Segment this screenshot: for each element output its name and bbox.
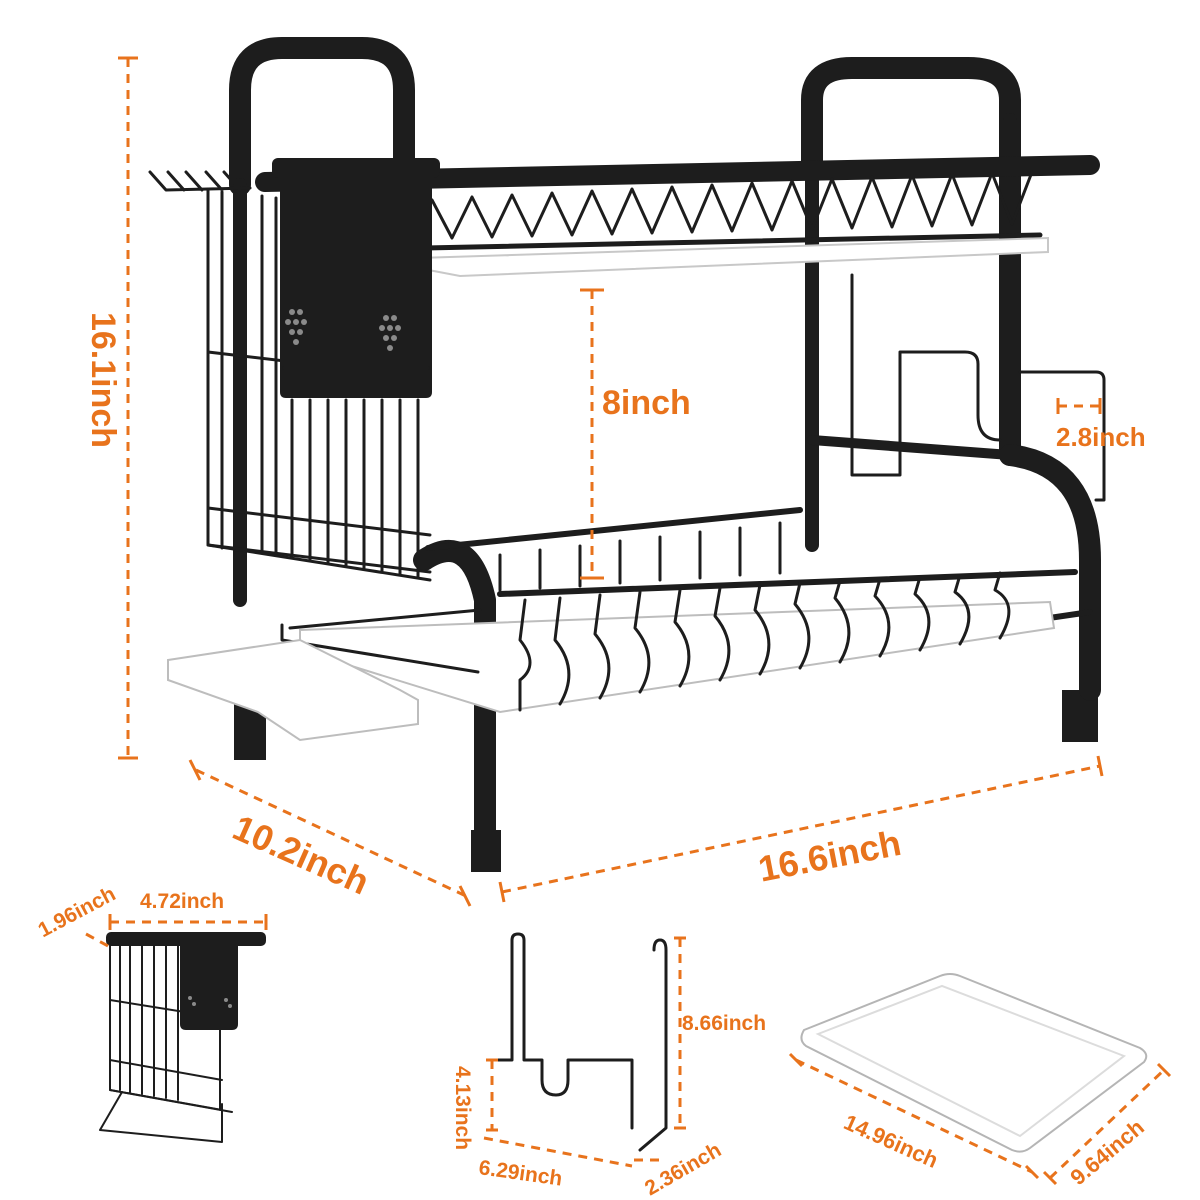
cup-drain-holes xyxy=(285,309,401,351)
hanger-inner-height-label: 4.13inch xyxy=(451,1066,474,1150)
hanger-height-dimension: 8.66inch xyxy=(674,936,766,1130)
tier-gap-dimension: 8inch xyxy=(580,288,691,580)
tier-gap-label: 8inch xyxy=(602,384,691,422)
depth-label: 10.2inch xyxy=(227,807,375,903)
depth-dimension: 10.2inch xyxy=(188,759,472,907)
board-slot-dimension: 2.8inch xyxy=(1056,398,1146,452)
holder-width-label: 4.72inch xyxy=(140,890,224,913)
height-label: 16.1inch xyxy=(84,312,122,448)
width-label: 16.6inch xyxy=(755,822,904,890)
holder-width-dimension: 4.72inch xyxy=(108,890,268,930)
width-dimension: 16.6inch xyxy=(498,755,1104,903)
hanger-hook-label: 2.36inch xyxy=(641,1138,725,1200)
hanger-width-label: 6.29inch xyxy=(477,1156,563,1190)
board-hanger-illustration xyxy=(490,932,668,1152)
utensil-holder-illustration xyxy=(99,932,266,1143)
drip-tray-illustration xyxy=(800,973,1148,1153)
hanger-height-label: 8.66inch xyxy=(682,1012,766,1035)
hanger-width-dimension: 6.29inch xyxy=(477,1136,633,1191)
height-dimension: 16.1inch xyxy=(84,56,138,760)
hanger-inner-height-dimension: 4.13inch xyxy=(451,1058,498,1150)
hanger-hook-dimension: 2.36inch xyxy=(634,1138,725,1200)
tray-length-label: 14.96inch xyxy=(840,1109,942,1173)
dish-rack-illustration xyxy=(148,37,1106,872)
board-slot-label: 2.8inch xyxy=(1056,422,1146,452)
holder-depth-label: 1.96inch xyxy=(34,882,119,942)
